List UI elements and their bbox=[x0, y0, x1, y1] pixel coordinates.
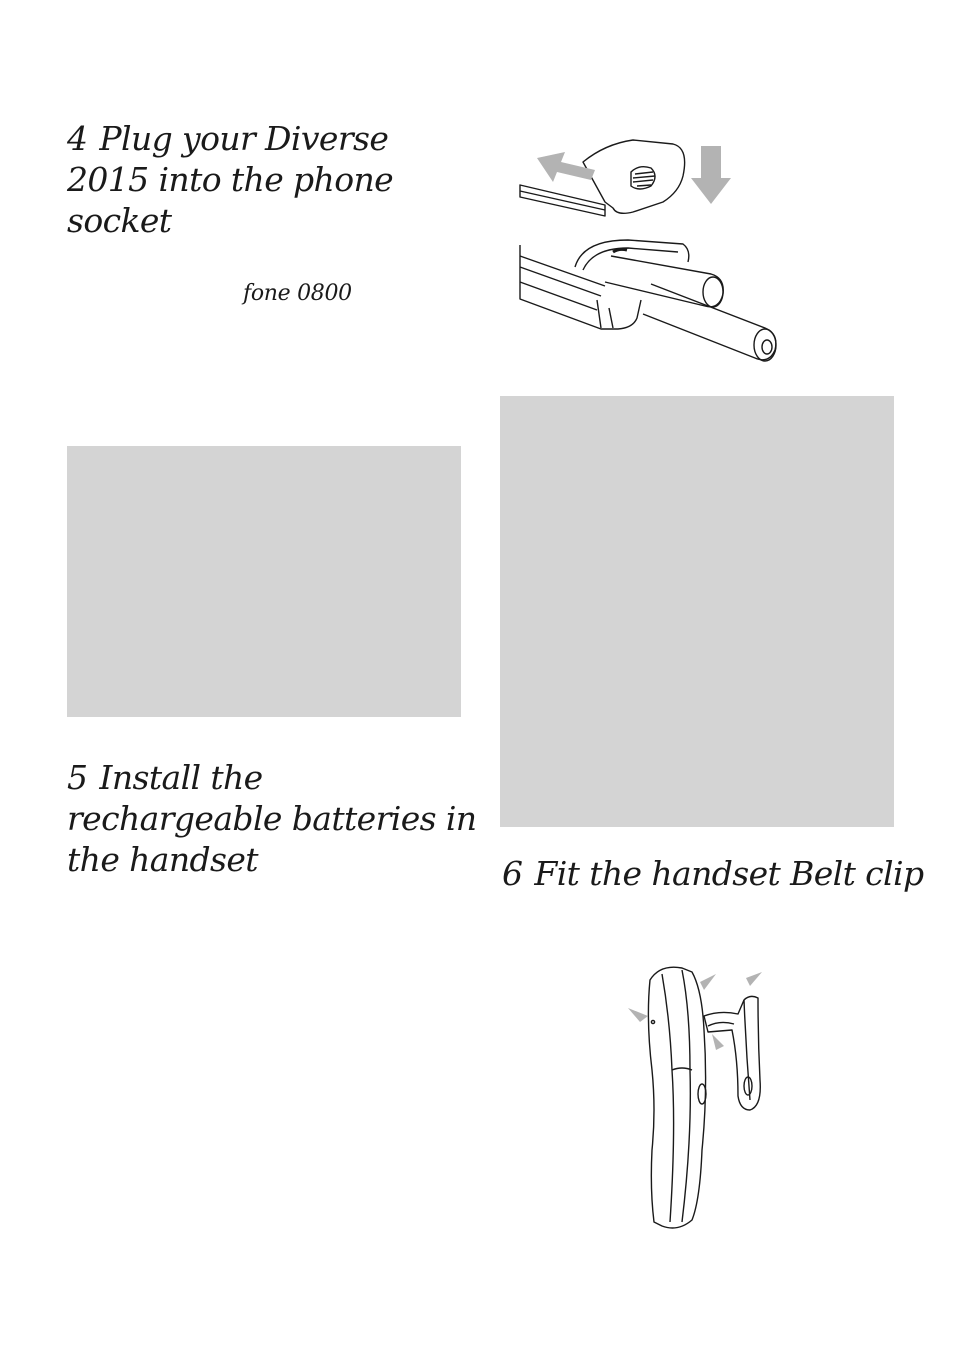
step5-title-line1: Install the bbox=[99, 758, 263, 797]
belt-clip-illustration bbox=[628, 966, 762, 1229]
step4-note: fone 0800 bbox=[243, 281, 352, 306]
step5-title-line2: rechargeable batteries in bbox=[67, 799, 477, 838]
step5-title-line3: the handset bbox=[67, 840, 259, 879]
step4-title-line1: Plug your Diverse bbox=[99, 119, 389, 158]
image-placeholder-left bbox=[67, 446, 461, 717]
step4-title-line2: 2015 into the phone bbox=[67, 160, 394, 199]
battery-compartment-illustration bbox=[519, 139, 777, 362]
step6-title: Fit the handset Belt clip bbox=[534, 854, 924, 893]
step5-heading: 5 Install the rechargeable batteries in t… bbox=[67, 757, 487, 880]
step5-number: 5 bbox=[67, 758, 88, 797]
step4-heading: 4 Plug your Diverse 2015 into the phone s… bbox=[67, 118, 467, 241]
step4-number: 4 bbox=[67, 119, 88, 158]
step4-title-line3: socket bbox=[67, 201, 172, 240]
step6-number: 6 bbox=[502, 854, 523, 893]
image-placeholder-right bbox=[500, 396, 894, 827]
step6-heading: 6 Fit the handset Belt clip bbox=[502, 853, 942, 894]
